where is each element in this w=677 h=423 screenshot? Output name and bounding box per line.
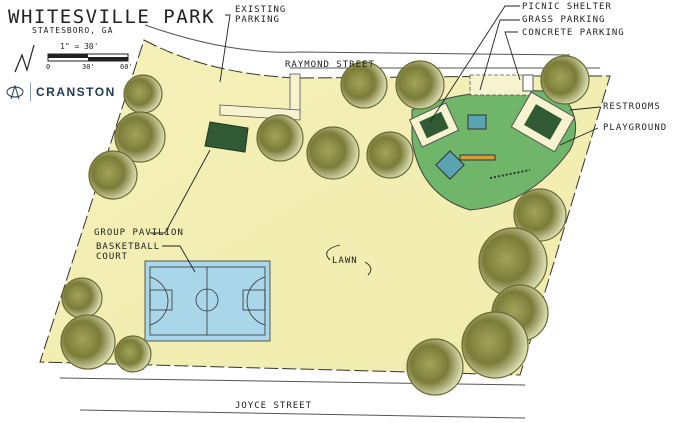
label-group-pavilion: GROUP PAVILION [94,228,184,238]
trees [60,55,590,396]
brand-name: CRANSTON [36,85,116,99]
label-grass-parking: GRASS PARKING [522,15,606,25]
raymond-street-edge [144,24,571,56]
play-structure [467,114,487,130]
label-raymond-street: RAYMOND STREET [285,60,375,70]
grass-parking [469,74,531,96]
label-existing-parking: EXISTING PARKING [235,5,287,25]
group-pavilion [204,121,249,153]
cranston-logo-icon [6,84,24,100]
scale-tick-30: 30' [82,63,95,71]
label-restrooms: RESTROOMS [603,102,661,112]
scale-tick-60: 60' [120,63,133,71]
restrooms [510,91,576,153]
brand-divider [30,83,31,101]
basketball-court [144,260,271,342]
label-concrete-parking: CONCRETE PARKING [522,28,625,38]
label-joyce-street: JOYCE STREET [235,401,313,411]
label-playground: PLAYGROUND [603,123,668,133]
scale-tick-0: 0 [46,63,51,71]
label-basketball-court: BASKETBALL COURT [96,242,161,262]
park-title: WHITESVILLE PARK [8,6,216,28]
label-lawn: LAWN [332,256,358,266]
park-location: STATESBORO, GA [32,26,114,35]
scale-bar [47,53,129,62]
north-arrow-icon [14,44,35,73]
picnic-shelter [408,102,460,148]
scale-label: 1" = 30' [60,42,99,51]
label-picnic-shelter: PICNIC SHELTER [522,2,612,12]
concrete-parking [522,74,534,92]
